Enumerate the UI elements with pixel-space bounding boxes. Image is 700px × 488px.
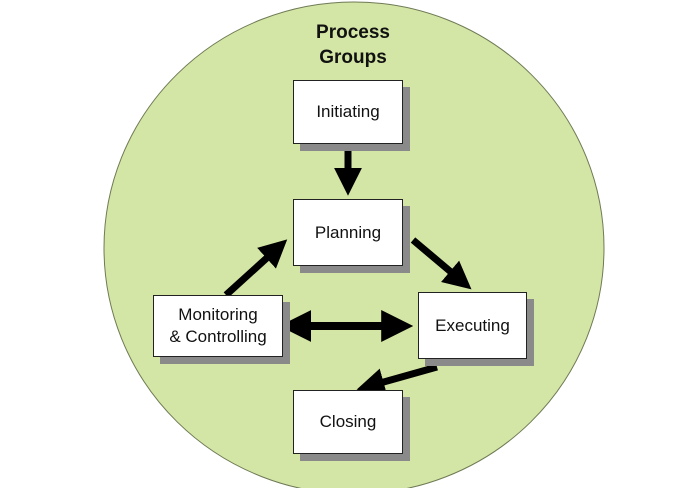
node-planning: Planning — [293, 199, 403, 266]
arrow-executing-to-closing — [356, 363, 438, 396]
node-label: Monitoring & Controlling — [169, 305, 267, 346]
node-monitoring-controlling: Monitoring & Controlling — [153, 295, 283, 357]
arrow-monitoring-to-planning — [223, 239, 288, 298]
arrow-planning-to-executing — [410, 237, 472, 290]
node-label: Planning — [314, 222, 382, 242]
node-label: Executing — [435, 315, 510, 335]
node-initiating: Initiating — [293, 80, 403, 144]
node-closing: Closing — [293, 390, 403, 454]
node-label: Closing — [319, 412, 377, 431]
node-executing: Executing — [418, 292, 527, 359]
node-label: Initiating — [316, 102, 380, 121]
diagram-title: Process Groups — [316, 22, 390, 68]
